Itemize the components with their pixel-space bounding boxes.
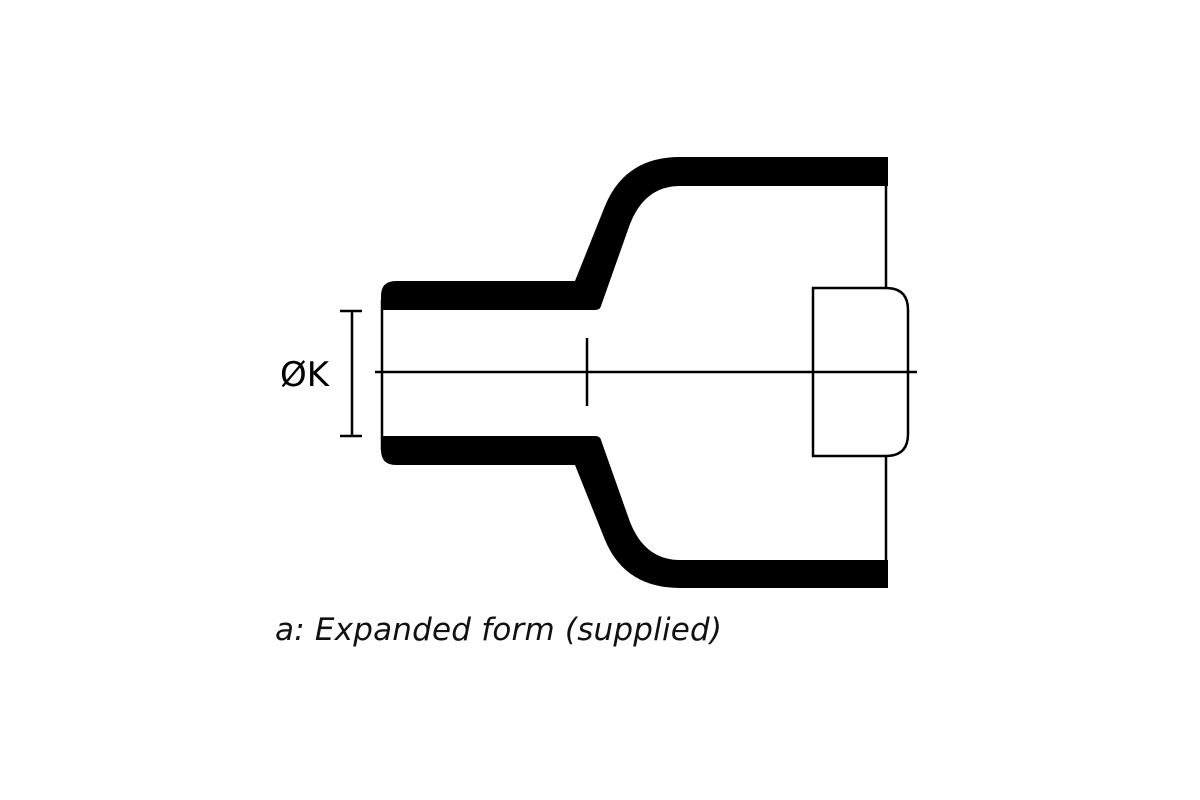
dimension-label: ØK: [280, 355, 331, 395]
top-sleeve-wall: [381, 157, 888, 310]
bottom-sleeve-wall: [381, 436, 888, 588]
end-cap: [811, 286, 910, 458]
diameter-dimension-K: ØK: [280, 309, 362, 438]
figure-caption: a: Expanded form (supplied): [275, 612, 723, 648]
